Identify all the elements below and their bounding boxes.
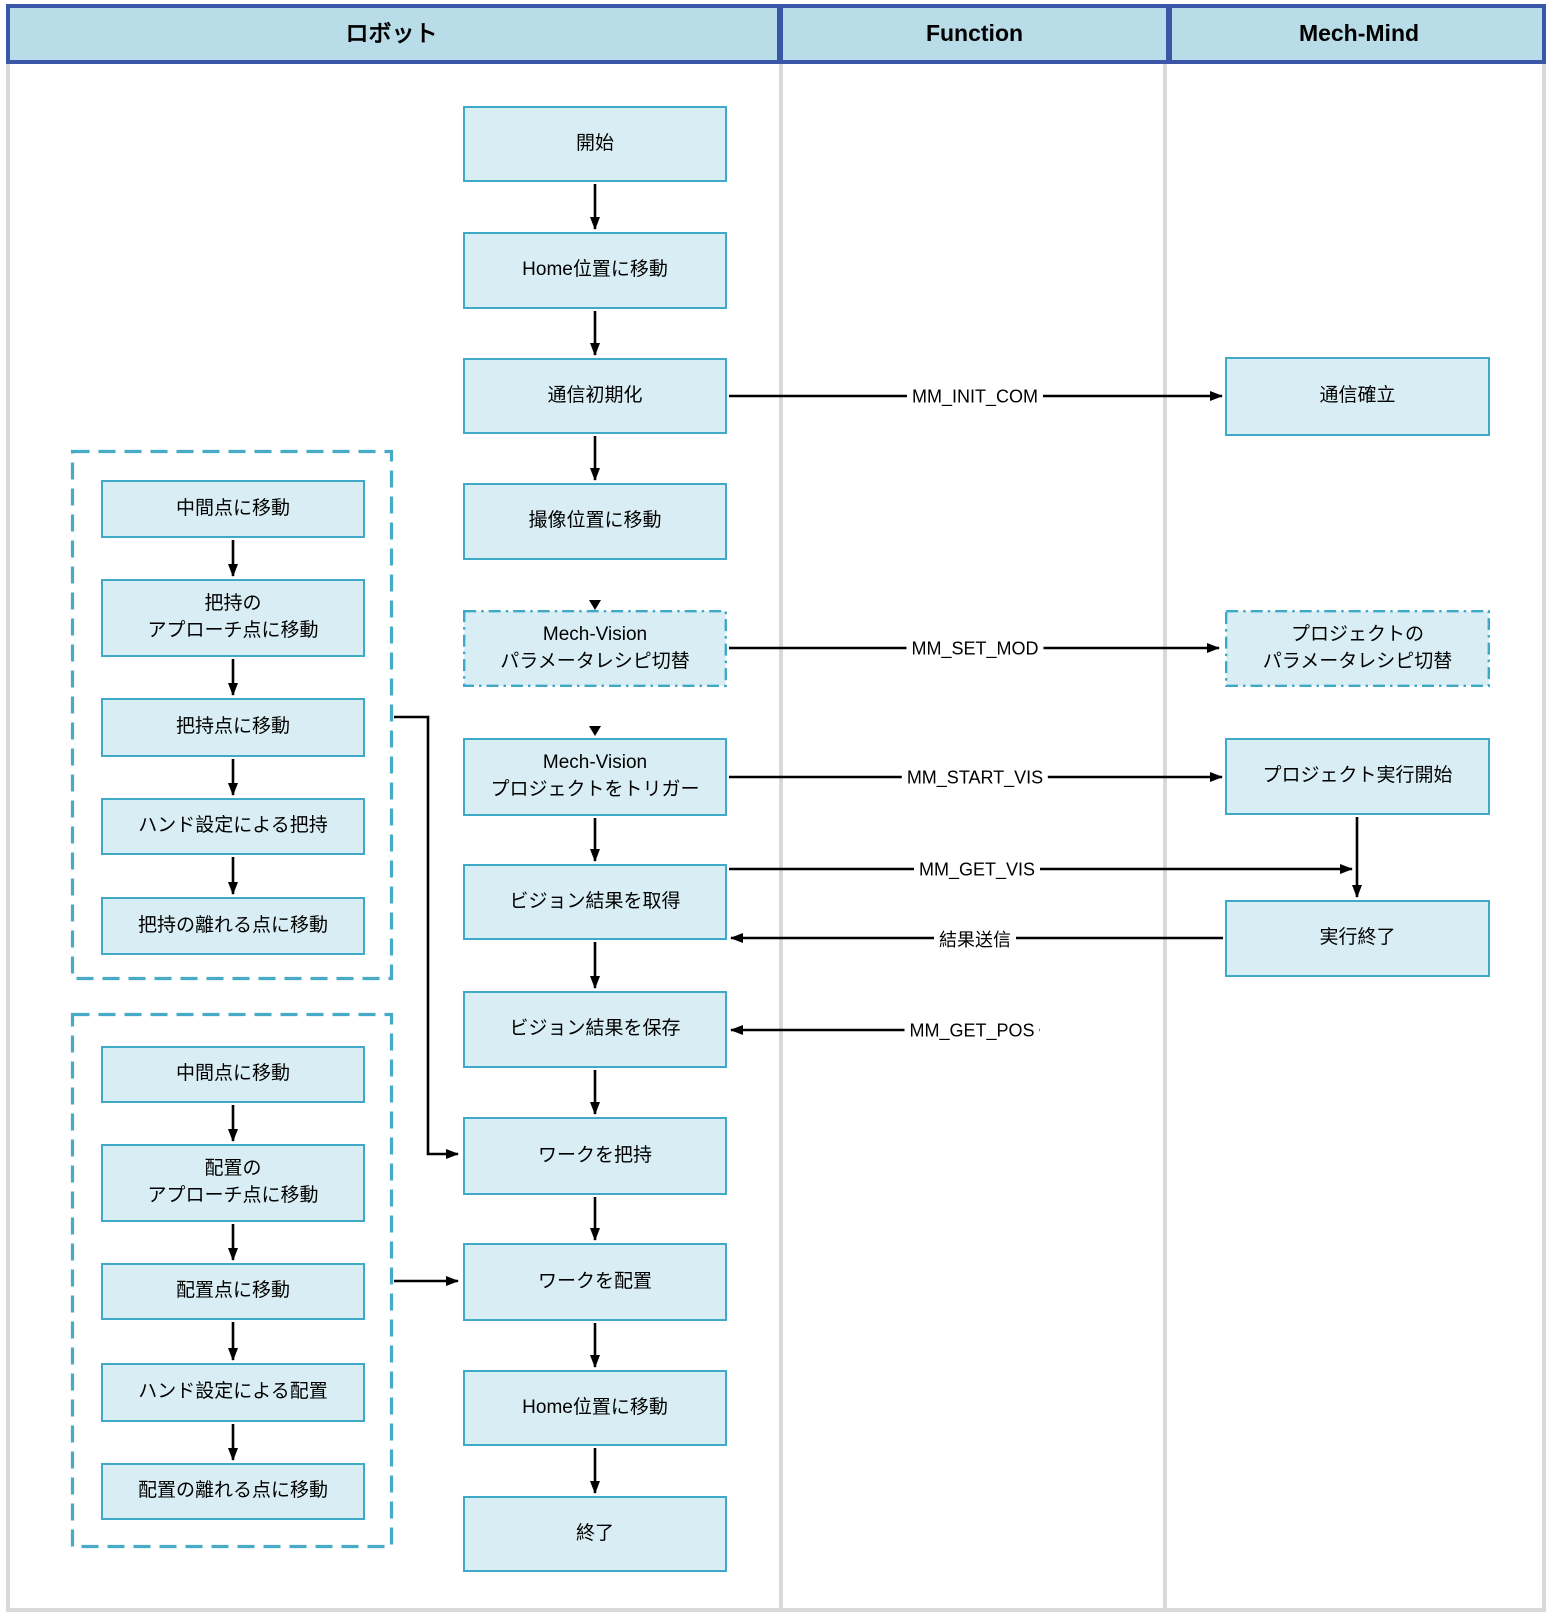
node-trigger-project: Mech-Vision プロジェクトをトリガー bbox=[463, 738, 727, 816]
header-band bbox=[6, 4, 1546, 64]
lane-title-mechmind: Mech-Mind bbox=[1298, 20, 1420, 46]
label-mm-get-vis: MM_GET_VIS bbox=[913, 859, 1041, 881]
node-project-recipe-switch: プロジェクトの パラメータレシピ切替 bbox=[1262, 623, 1453, 672]
node-pick-retreat: 把持の離れる点に移動 bbox=[101, 897, 365, 955]
node-place-approach: 配置の アプローチ点に移動 bbox=[101, 1144, 365, 1222]
label-mm-get-pos: MM_GET_POS bbox=[904, 1020, 1040, 1042]
node-move-place-point: 配置点に移動 bbox=[101, 1263, 365, 1320]
node-execution-end: 実行終了 bbox=[1225, 900, 1490, 977]
lane-title-function: Function bbox=[925, 20, 1024, 46]
node-place-workpiece: ワークを配置 bbox=[463, 1243, 727, 1321]
node-move-home: Home位置に移動 bbox=[463, 232, 727, 309]
node-place-intermediate: 中間点に移動 bbox=[101, 1046, 365, 1103]
node-move-pick-point: 把持点に移動 bbox=[101, 698, 365, 757]
lane-title-robot: ロボット bbox=[345, 20, 438, 46]
node-end: 終了 bbox=[463, 1496, 727, 1572]
node-pick-intermediate: 中間点に移動 bbox=[101, 480, 365, 538]
node-start: 開始 bbox=[463, 106, 727, 182]
node-place-by-hand-setting: ハンド設定による配置 bbox=[101, 1363, 365, 1422]
header-divider-1 bbox=[777, 4, 783, 64]
node-move-home-2: Home位置に移動 bbox=[463, 1370, 727, 1446]
node-recipe-switch: Mech-Vision パラメータレシピ切替 bbox=[500, 623, 690, 672]
header-divider-2 bbox=[1166, 4, 1172, 64]
node-grasp-by-hand-setting: ハンド設定による把持 bbox=[101, 798, 365, 855]
node-pick-approach: 把持の アプローチ点に移動 bbox=[101, 579, 365, 657]
lane-divider-1 bbox=[779, 64, 783, 1608]
node-move-capture-position: 撮像位置に移動 bbox=[463, 483, 727, 560]
node-save-vision-result: ビジョン結果を保存 bbox=[463, 991, 727, 1068]
node-place-retreat: 配置の離れる点に移動 bbox=[101, 1463, 365, 1520]
node-init-communication: 通信初期化 bbox=[463, 358, 727, 434]
node-project-execution-start: プロジェクト実行開始 bbox=[1225, 738, 1490, 815]
label-send-result: 結果送信 bbox=[934, 926, 1016, 952]
label-mm-set-mod: MM_SET_MOD bbox=[906, 638, 1044, 660]
node-grasp-workpiece: ワークを把持 bbox=[463, 1117, 727, 1195]
body-frame bbox=[6, 64, 1546, 1612]
label-mm-init-com: MM_INIT_COM bbox=[907, 386, 1043, 408]
label-mm-start-vis: MM_START_VIS bbox=[901, 767, 1049, 789]
lane-divider-2 bbox=[1163, 64, 1167, 1608]
node-get-vision-result: ビジョン結果を取得 bbox=[463, 864, 727, 940]
node-communication-established: 通信確立 bbox=[1225, 357, 1490, 436]
